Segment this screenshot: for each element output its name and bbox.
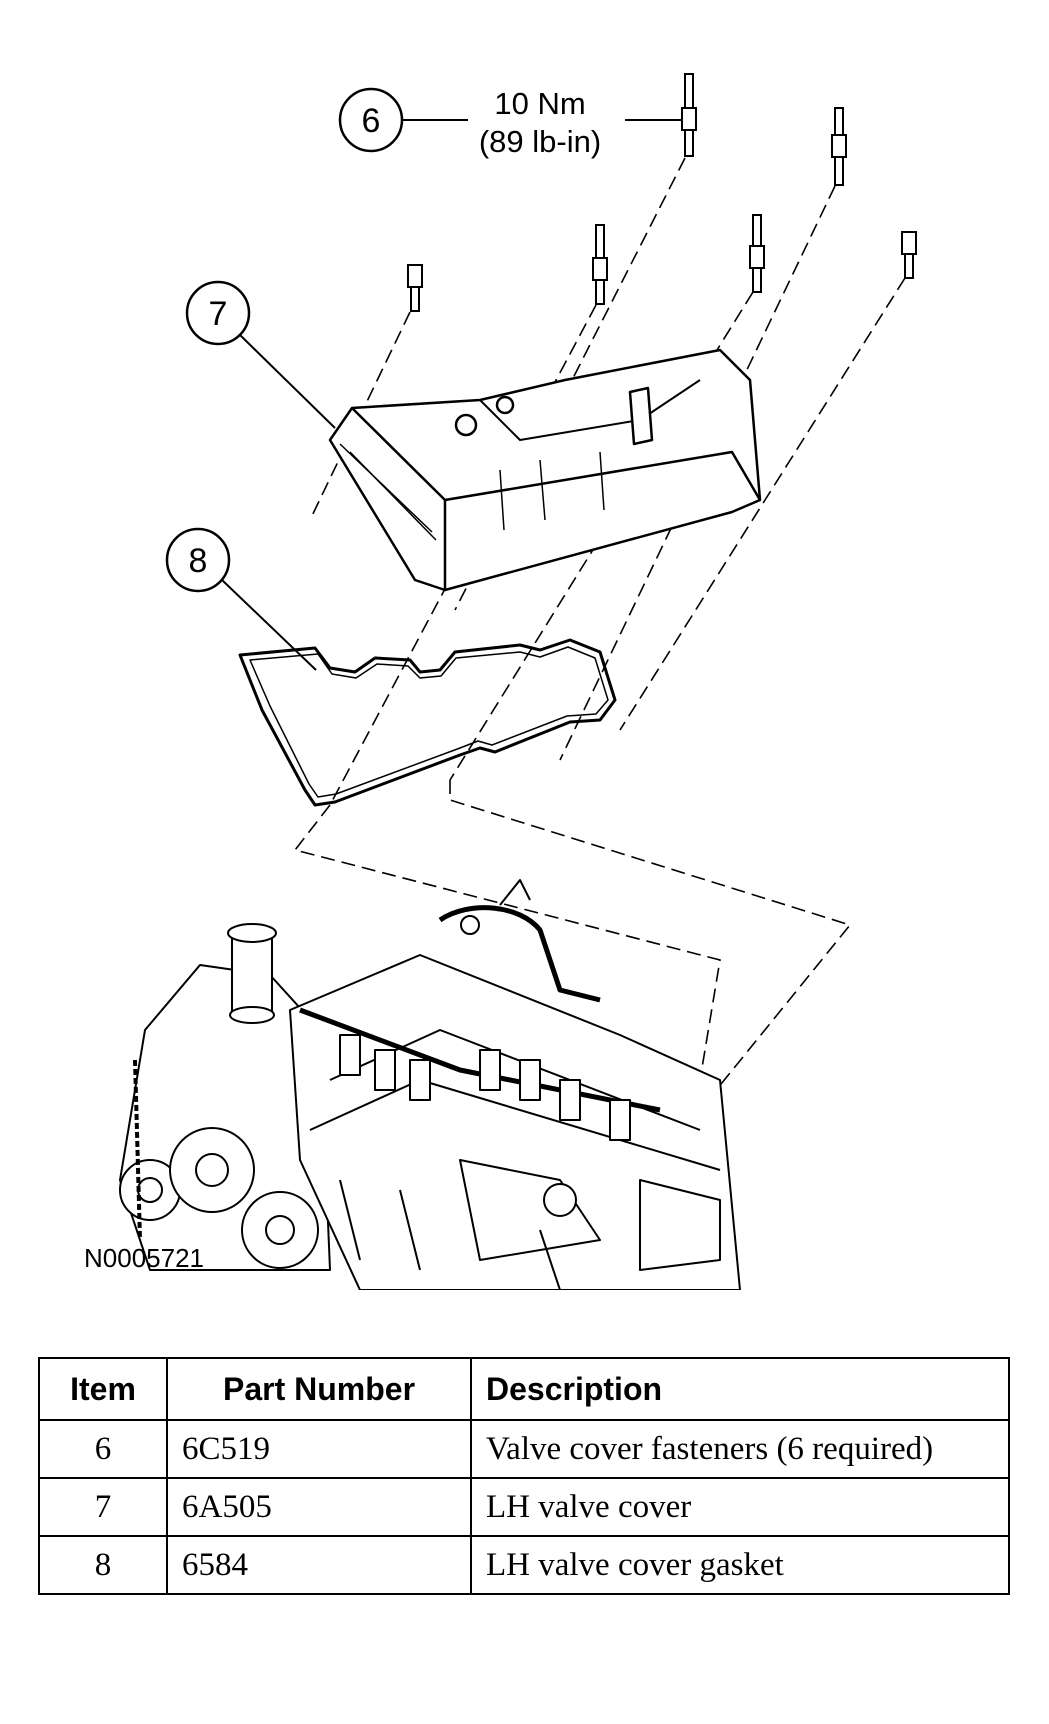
cell-part-number: 6A505 — [166, 1477, 472, 1537]
cell-description: Valve cover fasteners (6 required) — [470, 1419, 1010, 1479]
header-item: Item — [38, 1357, 168, 1421]
cell-item: 6 — [38, 1419, 168, 1479]
callout-8-label: 8 — [189, 542, 208, 580]
parts-table: Item Part Number Description 6 6C519 Val… — [38, 1357, 1010, 1595]
torque-lbin: (89 lb-in) — [479, 124, 601, 159]
table-row: 6 6C519 Valve cover fasteners (6 require… — [38, 1419, 1010, 1479]
fastener-bolt — [831, 107, 847, 186]
cell-part-number: 6C519 — [166, 1419, 472, 1479]
table-header-row: Item Part Number Description — [38, 1357, 1010, 1421]
callout-8: 8 — [165, 527, 317, 671]
lh-valve-cover — [328, 348, 762, 592]
valve-cover-fasteners — [407, 73, 917, 312]
header-part-number: Part Number — [166, 1357, 472, 1421]
callout-7: 7 — [185, 280, 336, 429]
callout-6-label: 6 — [362, 102, 381, 140]
lh-valve-cover-gasket — [238, 638, 617, 807]
cell-part-number: 6584 — [166, 1535, 472, 1595]
engine-assembly — [119, 879, 741, 1290]
torque-nm: 10 Nm — [494, 86, 585, 121]
fastener-bolt — [901, 231, 917, 279]
table-row: 7 6A505 LH valve cover — [38, 1477, 1010, 1537]
fastener-bolt — [749, 214, 765, 293]
table-row: 8 6584 LH valve cover gasket — [38, 1535, 1010, 1595]
cell-item: 7 — [38, 1477, 168, 1537]
cell-description: LH valve cover gasket — [470, 1535, 1010, 1595]
callout-6: 6 — [338, 87, 690, 153]
header-description: Description — [470, 1357, 1010, 1421]
cell-description: LH valve cover — [470, 1477, 1010, 1537]
fastener-bolt — [592, 224, 608, 305]
cell-item: 8 — [38, 1535, 168, 1595]
exploded-view-diagram: 6 10 Nm (89 lb-in) 7 8 — [84, 73, 917, 1290]
fastener-bolt — [681, 73, 697, 157]
figure-id: N0005721 — [84, 1243, 204, 1273]
fastener-bolt — [407, 264, 423, 312]
callout-7-label: 7 — [209, 295, 228, 333]
